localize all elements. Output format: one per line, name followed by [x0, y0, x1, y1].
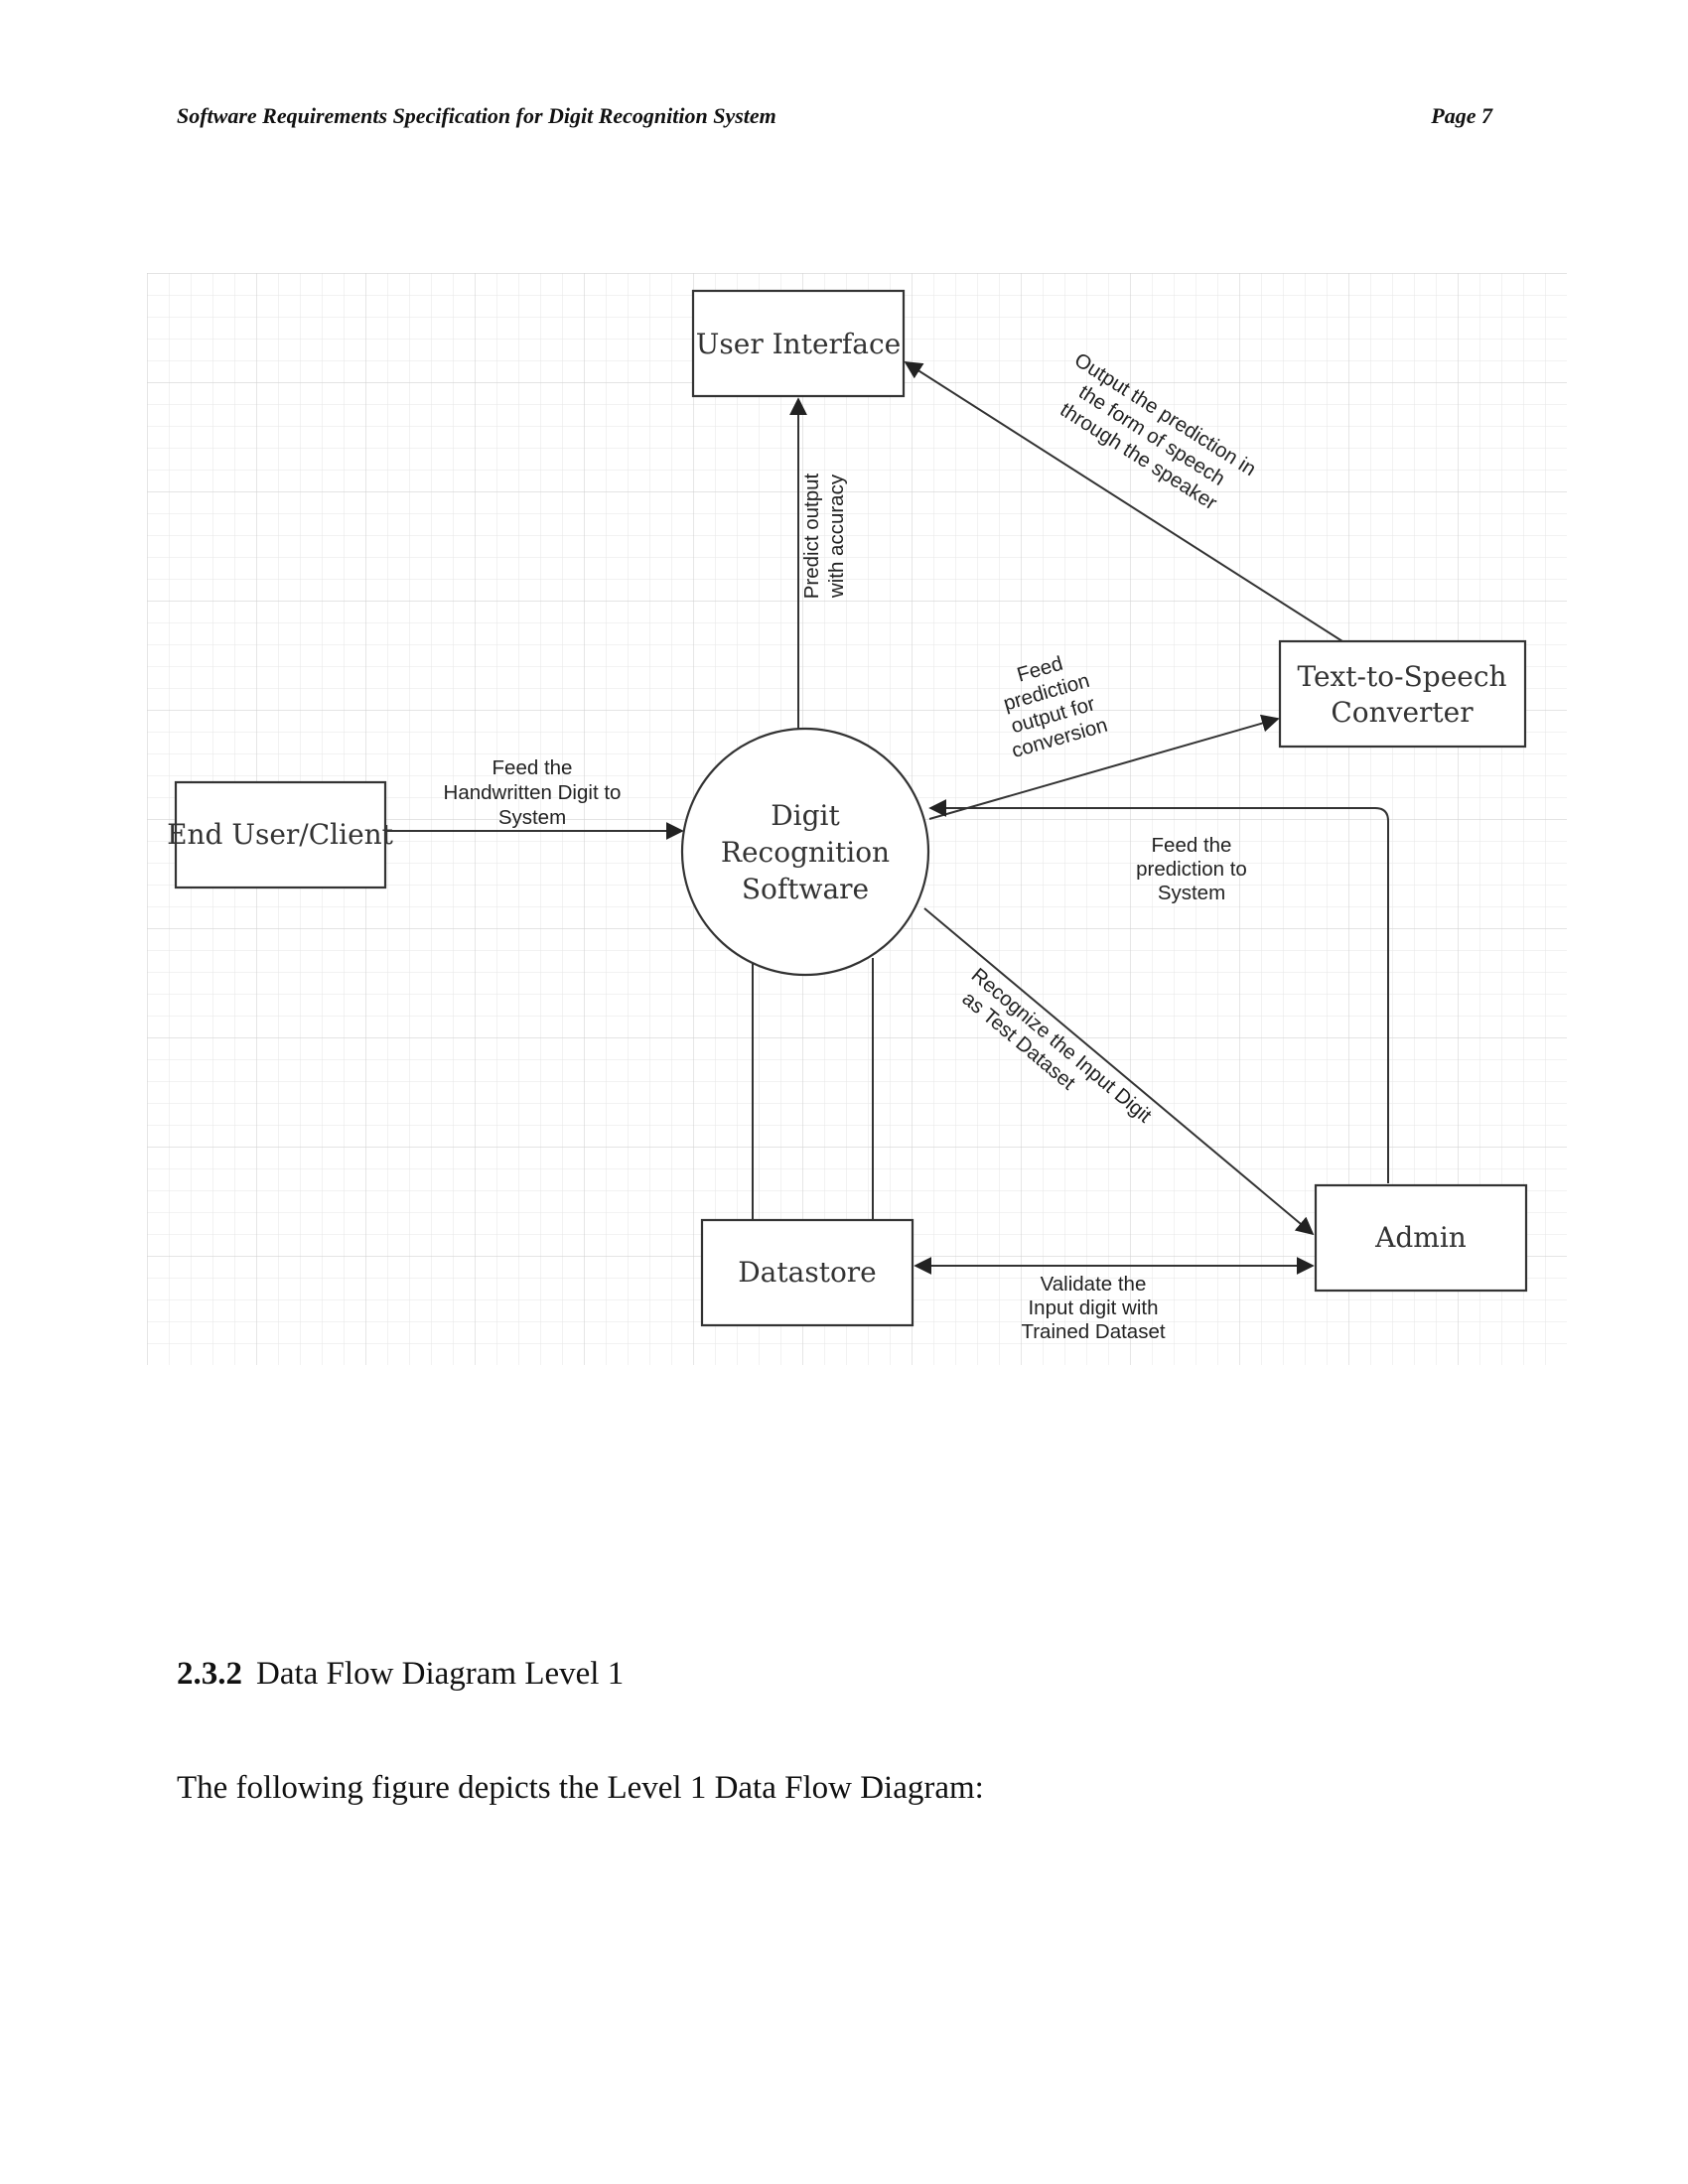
page-number: Page 7	[1431, 103, 1492, 128]
flow-arrow-process-to-tts	[928, 714, 1280, 820]
flow-label-feed-prediction-system: Feed the prediction to System	[1136, 834, 1247, 904]
svg-text:Handwritten Digit to: Handwritten Digit to	[444, 781, 622, 804]
flow-arrow-tts-to-ui	[904, 361, 1343, 642]
svg-text:Input digit with: Input digit with	[1028, 1297, 1158, 1319]
svg-text:Feed the: Feed the	[1152, 834, 1232, 857]
tts-label-line-1: Text-to-Speech	[1297, 660, 1506, 693]
flow-arrow-admin-to-process	[928, 799, 1389, 1183]
section-title: Data Flow Diagram Level 1	[256, 1656, 625, 1692]
section-number: 2.3.2	[177, 1656, 242, 1692]
flow-label-validate: Validate the Input digit with Trained Da…	[1021, 1273, 1165, 1343]
svg-text:Validate the: Validate the	[1041, 1273, 1147, 1296]
tts-label-line-2: Converter	[1331, 696, 1474, 729]
process-label-line-3: Software	[742, 873, 869, 905]
svg-text:with accuracy: with accuracy	[825, 474, 848, 599]
user-interface-label: User Interface	[696, 328, 901, 360]
data-flow-diagram: User Interface End User/Client Digit Rec…	[147, 273, 1567, 1365]
text-to-speech-node: Text-to-Speech Converter	[1278, 639, 1527, 749]
svg-text:System: System	[498, 806, 566, 829]
process-label-line-1: Digit	[771, 799, 840, 832]
process-label-line-2: Recognition	[721, 836, 890, 869]
admin-label: Admin	[1374, 1221, 1467, 1254]
datastore-label: Datastore	[738, 1256, 877, 1289]
admin-node: Admin	[1314, 1183, 1528, 1293]
flow-label-predict-output: Predict output with accuracy	[800, 473, 848, 599]
svg-text:prediction to: prediction to	[1136, 858, 1247, 881]
flow-arrow-process-to-admin	[923, 907, 1315, 1236]
svg-text:Predict output: Predict output	[800, 473, 823, 599]
section-heading: 2.3.2 Data Flow Diagram Level 1	[177, 1656, 624, 1693]
page-header-title: Software Requirements Specification for …	[177, 103, 776, 128]
process-node: Digit Recognition Software	[680, 727, 930, 977]
body-paragraph: The following figure depicts the Level 1…	[177, 1770, 984, 1806]
svg-text:Feed the: Feed the	[492, 756, 573, 779]
user-interface-node: User Interface	[691, 289, 906, 398]
datastore-node: Datastore	[700, 1218, 914, 1327]
svg-text:System: System	[1158, 882, 1225, 904]
end-user-node: End User/Client	[167, 780, 394, 889]
end-user-label: End User/Client	[167, 818, 394, 851]
flow-label-feed-digit: Feed the Handwritten Digit to System	[444, 756, 622, 829]
svg-text:Trained Dataset: Trained Dataset	[1021, 1320, 1165, 1343]
